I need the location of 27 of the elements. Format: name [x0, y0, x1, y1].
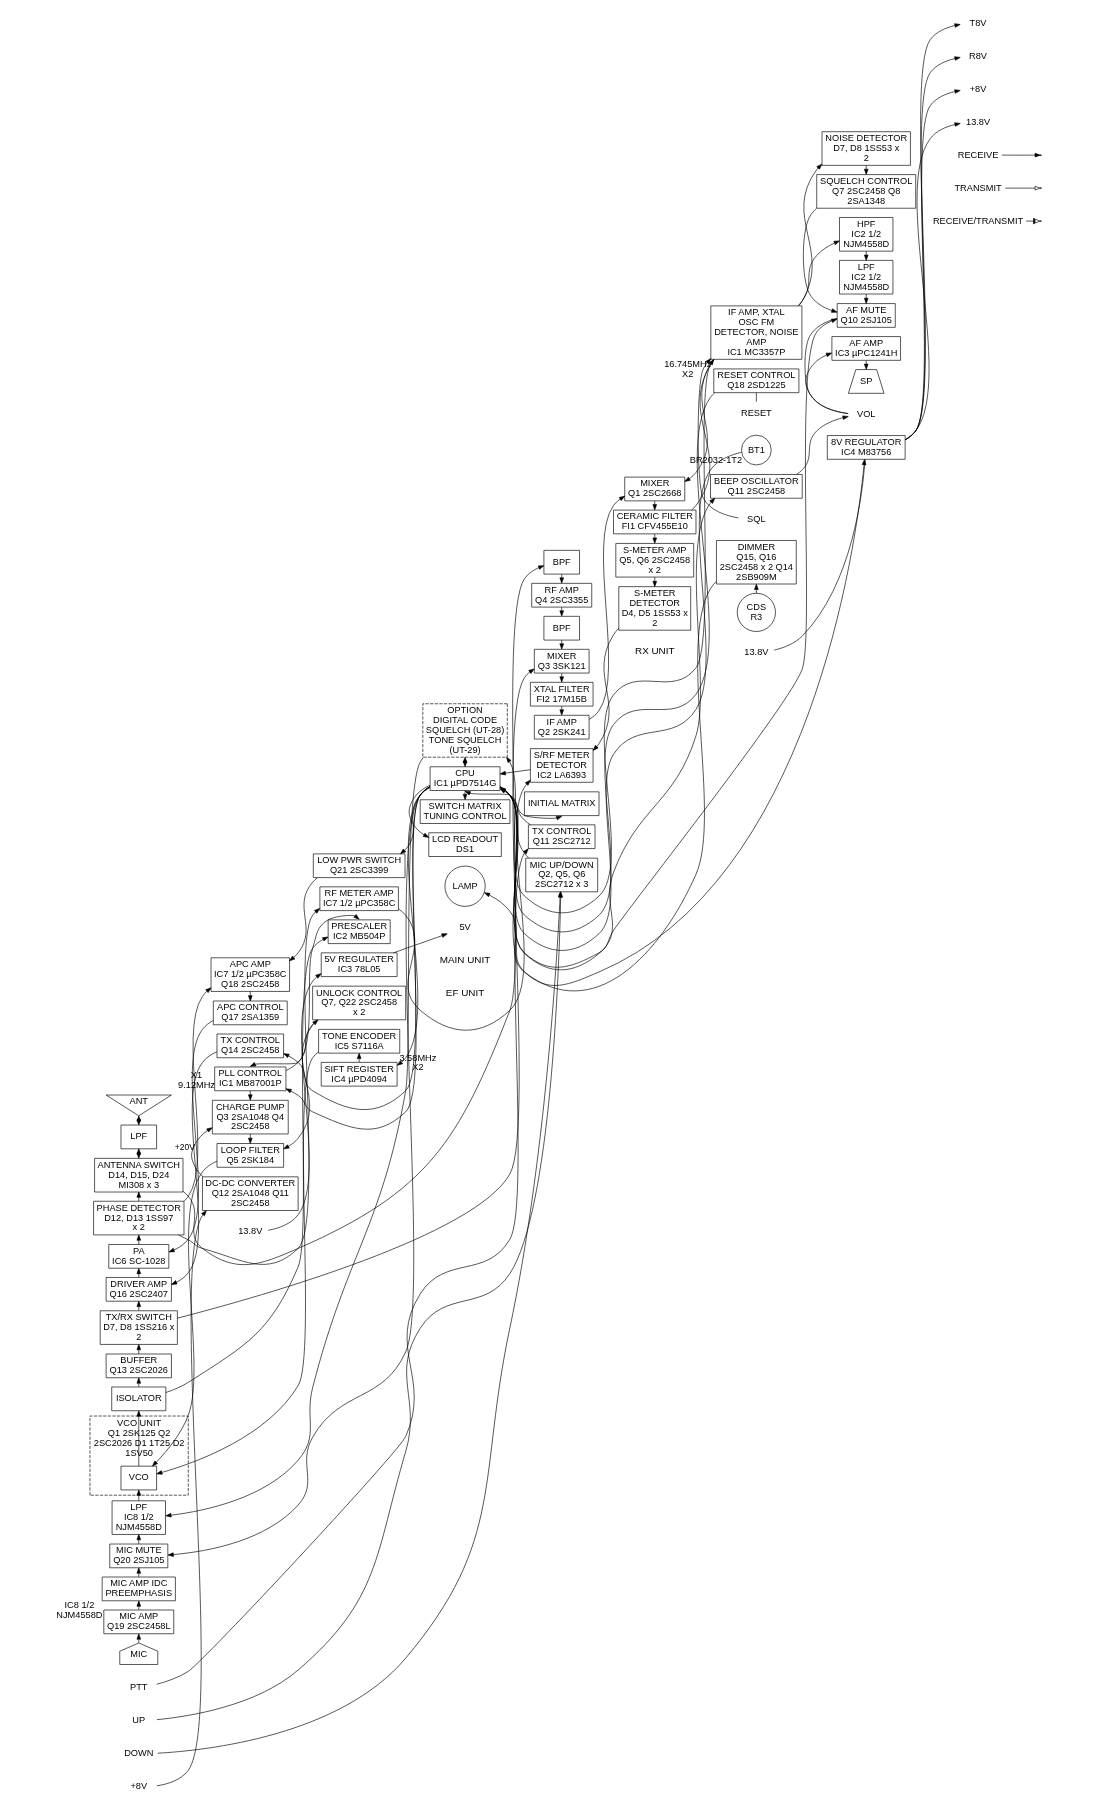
node-label: X2 [682, 368, 694, 379]
legend-label: TRANSMIT [954, 182, 1002, 193]
node-label: X2 [412, 1062, 424, 1073]
node-text: 13.8V [238, 1226, 263, 1237]
node-label: X1 [190, 1070, 203, 1081]
node-text: +8V [130, 1781, 148, 1792]
label: MAIN UNIT [439, 954, 491, 966]
legend-label: RECEIVE/TRANSMIT [932, 215, 1024, 226]
node-text: R8V [969, 50, 988, 61]
label: RX UNIT [635, 644, 675, 656]
node-text: 5V [459, 922, 471, 933]
node-text: T8V [969, 17, 987, 28]
node-label: IC8 1/2 NJM4558D [56, 1600, 103, 1621]
node-label: 9.12MHz [178, 1080, 215, 1091]
edge-label: +20V [174, 1142, 195, 1153]
label: EF UNIT [445, 987, 485, 999]
node-text: SQL [747, 513, 766, 524]
node-label: BR2032-1T2 [689, 454, 743, 465]
node-text: DOWN [124, 1748, 154, 1759]
node-text: 13.8V [966, 116, 991, 127]
node-text: UP [132, 1715, 146, 1726]
node-text: VOL [857, 408, 876, 419]
node-text: RESET [740, 408, 772, 419]
node-text: 13.8V [744, 647, 769, 658]
node-text: +8V [969, 83, 987, 94]
legend-label: RECEIVE [957, 149, 999, 160]
node-text: PTT [130, 1682, 148, 1693]
